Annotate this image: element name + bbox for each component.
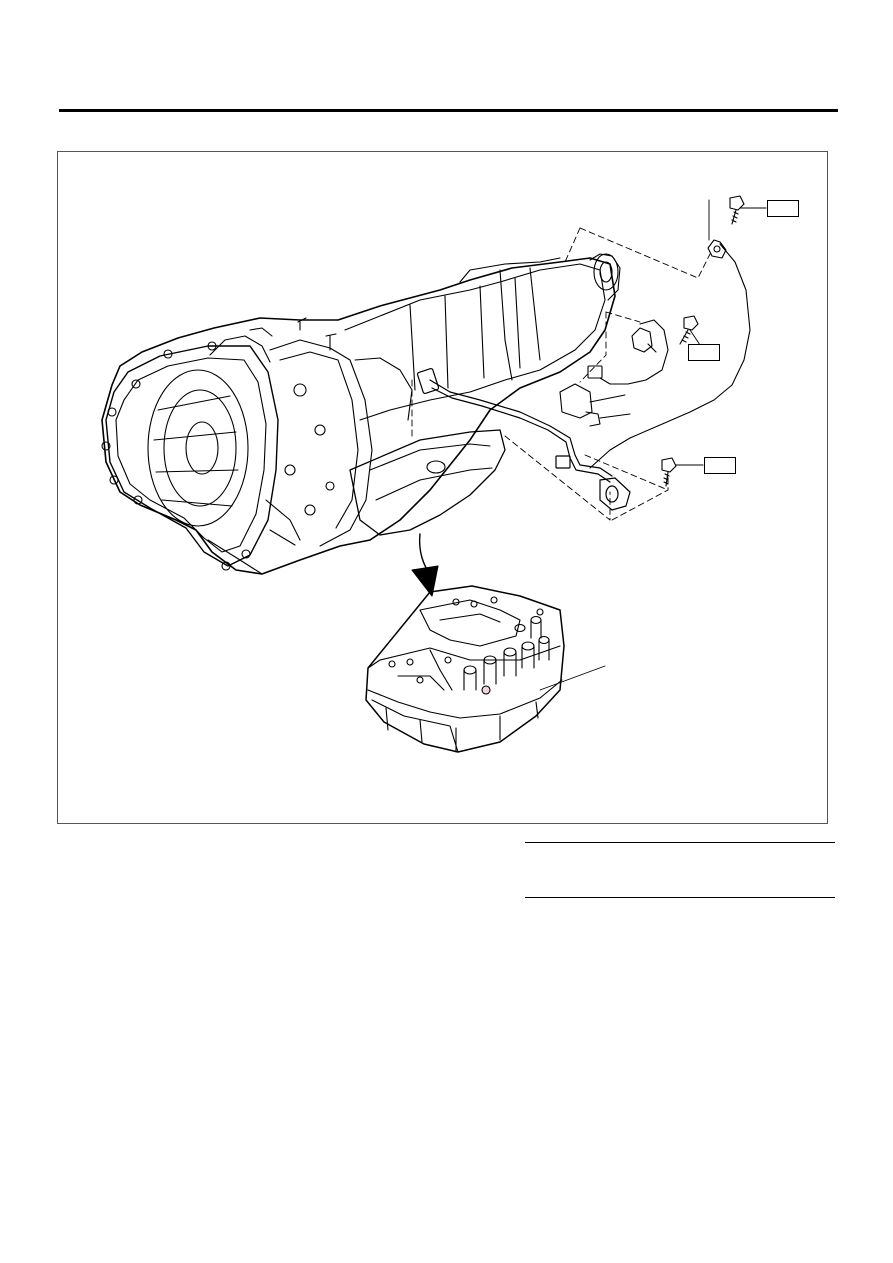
bolt-icon-top: [729, 195, 745, 225]
page-header-rule: [59, 109, 838, 112]
sensor-lead-icon: [589, 239, 751, 469]
bolt-icon-lower: [661, 457, 677, 487]
torque-box-middle: [688, 344, 720, 361]
dashed-assembly-lines: [411, 227, 711, 521]
control-valve-body-icon: [365, 585, 565, 753]
sensor-icon: [587, 319, 669, 385]
harness-icon: [416, 367, 631, 511]
down-arrow-icon: [411, 533, 439, 597]
leader-lines: [539, 199, 767, 691]
torque-box-top: [767, 200, 799, 217]
bracket-icon: [559, 383, 601, 427]
legend-top-rule: [525, 842, 835, 843]
bolt-icon-middle: [679, 315, 699, 345]
figure-frame: [57, 151, 828, 824]
transmission-assembly-icon: [101, 253, 621, 575]
legend-bottom-rule: [525, 897, 835, 898]
torque-box-lower: [704, 457, 736, 474]
